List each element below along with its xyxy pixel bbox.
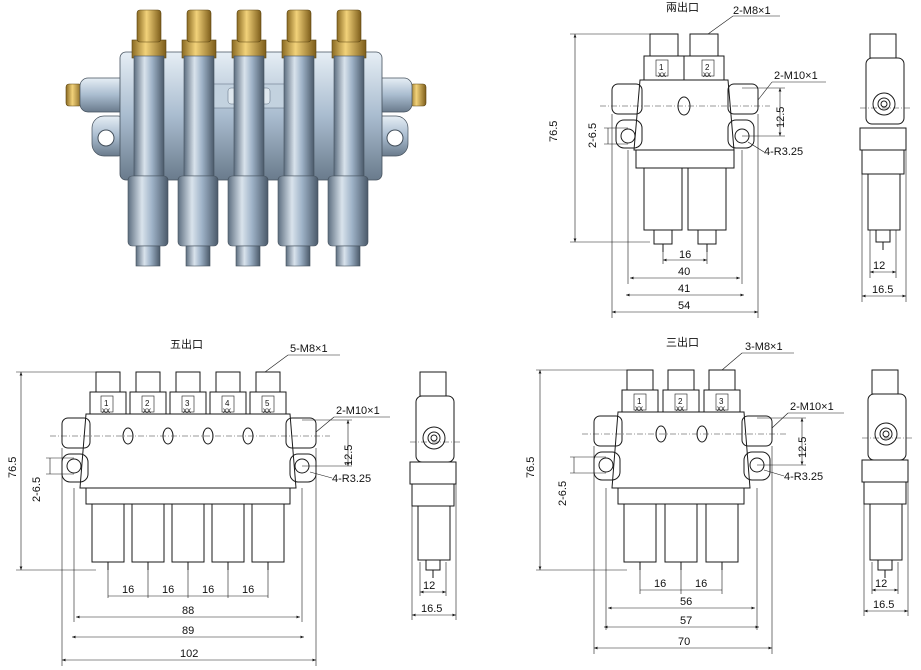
two-inlet-label: 2-M10×1: [774, 70, 818, 82]
five-code-2: xx: [143, 406, 151, 415]
three-dim-w3: 70: [678, 636, 690, 648]
view-three-title: 三出口: [666, 335, 699, 349]
view-three-side: 12 16.5: [861, 369, 912, 616]
two-side-inner: 12: [873, 260, 885, 272]
five-inlet-label: 2-M10×1: [336, 405, 380, 417]
two-dim-mount: 2-6.5: [587, 123, 599, 148]
five-code-3: xx: [183, 406, 191, 415]
two-code-1: xx: [658, 70, 666, 79]
five-pitch-3: 16: [202, 584, 214, 596]
view-three-front: 三出口 3-M8×1 1 xx 2 xx 3 xx: [525, 335, 844, 654]
view-two-front: 兩出口 2-M8×1 1 2 xx xx 76.5: [548, 0, 826, 318]
two-dim-pitch: 16: [679, 249, 691, 261]
three-dim-height: 76.5: [525, 457, 537, 478]
three-code-1: xx: [635, 404, 643, 413]
three-dim-offset: 12.5: [797, 437, 809, 458]
five-pitch-2: 16: [162, 584, 174, 596]
three-side-outer: 16.5: [873, 599, 894, 611]
two-code-2: xx: [703, 70, 711, 79]
two-dim-offset: 12.5: [775, 107, 787, 128]
three-code-2: xx: [676, 404, 684, 413]
photo-column-2: [177, 9, 219, 267]
three-inlet-label: 2-M10×1: [790, 401, 834, 413]
five-outlet-4: 4: [225, 399, 230, 408]
five-dim-mount: 2-6.5: [31, 477, 43, 502]
two-dim-height: 76.5: [548, 121, 560, 142]
three-mount-label: 4-R3.25: [784, 471, 823, 483]
two-dim-w2: 41: [678, 283, 690, 295]
product-photo: [65, 9, 427, 267]
two-mount-label: 4-R3.25: [764, 146, 803, 158]
view-five-side: 12 16.5: [409, 371, 460, 620]
five-dim-height: 76.5: [7, 457, 19, 478]
view-five-port-label: 5-M8×1: [290, 343, 328, 355]
three-pitch-1: 16: [654, 578, 666, 590]
two-outlet-2: 2: [705, 63, 710, 72]
two-dim-w3: 54: [678, 300, 690, 312]
three-side-inner: 12: [875, 578, 887, 590]
five-code-1: xx: [102, 406, 110, 415]
five-code-4: xx: [223, 406, 231, 415]
five-mount-label: 4-R3.25: [332, 473, 371, 485]
photo-column-5: [327, 9, 369, 267]
view-five-front: 五出口 5-M8×1 1 xx 2 xx 3 xx 4 xx: [7, 337, 390, 666]
five-dim-w1: 88: [182, 605, 194, 617]
five-pitch-4: 16: [242, 584, 254, 596]
three-dim-w2: 57: [680, 615, 692, 627]
five-code-5: xx: [263, 406, 271, 415]
five-outlet-2: 2: [145, 399, 150, 408]
five-pitch-1: 16: [122, 584, 134, 596]
photo-column-3: [227, 9, 269, 267]
two-outlet-1: 1: [659, 63, 664, 72]
five-outlet-5: 5: [265, 399, 270, 408]
five-outlet-1: 1: [104, 399, 109, 408]
two-side-outer: 16.5: [872, 284, 893, 296]
three-dim-w1: 56: [680, 596, 692, 608]
two-dim-w1: 40: [678, 266, 690, 278]
view-three-port-label: 3-M8×1: [745, 341, 783, 353]
three-outlet-3: 3: [719, 397, 724, 406]
photo-column-1: [127, 9, 169, 267]
view-two-title: 兩出口: [666, 0, 699, 14]
five-side-outer: 16.5: [421, 603, 442, 615]
view-five-title: 五出口: [170, 337, 203, 351]
three-pitch-2: 16: [695, 578, 707, 590]
three-outlet-1: 1: [637, 397, 642, 406]
three-code-3: xx: [717, 404, 725, 413]
photo-column-4: [277, 9, 319, 267]
five-outlet-3: 3: [185, 399, 190, 408]
view-two-side: 12 16.5: [859, 33, 910, 302]
three-outlet-2: 2: [678, 397, 683, 406]
three-dim-mount: 2-6.5: [557, 481, 569, 506]
view-two-port-label: 2-M8×1: [733, 5, 771, 17]
five-dim-w2: 89: [182, 625, 194, 637]
five-side-inner: 12: [423, 580, 435, 592]
five-dim-w3: 102: [180, 648, 198, 660]
five-dim-offset: 12.5: [343, 445, 355, 466]
